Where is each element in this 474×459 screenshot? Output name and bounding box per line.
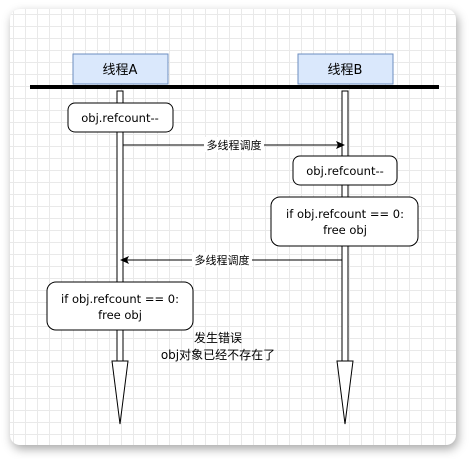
lane-a-label: 线程A [103, 63, 138, 78]
lifeline-a [111, 90, 129, 425]
arrow-a-to-b-label: 多线程调度 [207, 138, 262, 152]
box-a-refcount-check [46, 281, 194, 331]
arrow-b-to-a-label: 多线程调度 [195, 253, 250, 267]
thread-bar [30, 85, 439, 89]
box-b-refcount-check [270, 196, 419, 247]
arrow-a-to-b-label-bg [204, 137, 264, 152]
box-a-check-line1: if obj.refcount == 0: [61, 292, 179, 306]
lane-b-header [297, 53, 394, 85]
error-note-line2: obj对象已经不存在了 [161, 348, 275, 362]
box-b-check-line2: free obj [323, 223, 367, 237]
box-a-check-line2: free obj [98, 308, 142, 322]
arrow-b-to-a-label-bg [192, 252, 252, 267]
box-b-refcount-decrement [292, 155, 398, 186]
box-a-refcount-decrement-text: obj.refcount-- [81, 111, 159, 125]
lifeline-b [336, 90, 354, 425]
box-b-check-line1: if obj.refcount == 0: [286, 207, 404, 221]
box-b-refcount-decrement-text: obj.refcount-- [306, 164, 384, 178]
box-a-refcount-decrement [67, 102, 174, 133]
lane-a-header [72, 53, 169, 85]
lane-b-label: 线程B [328, 63, 363, 78]
error-note-line1: 发生错误 [194, 330, 242, 345]
